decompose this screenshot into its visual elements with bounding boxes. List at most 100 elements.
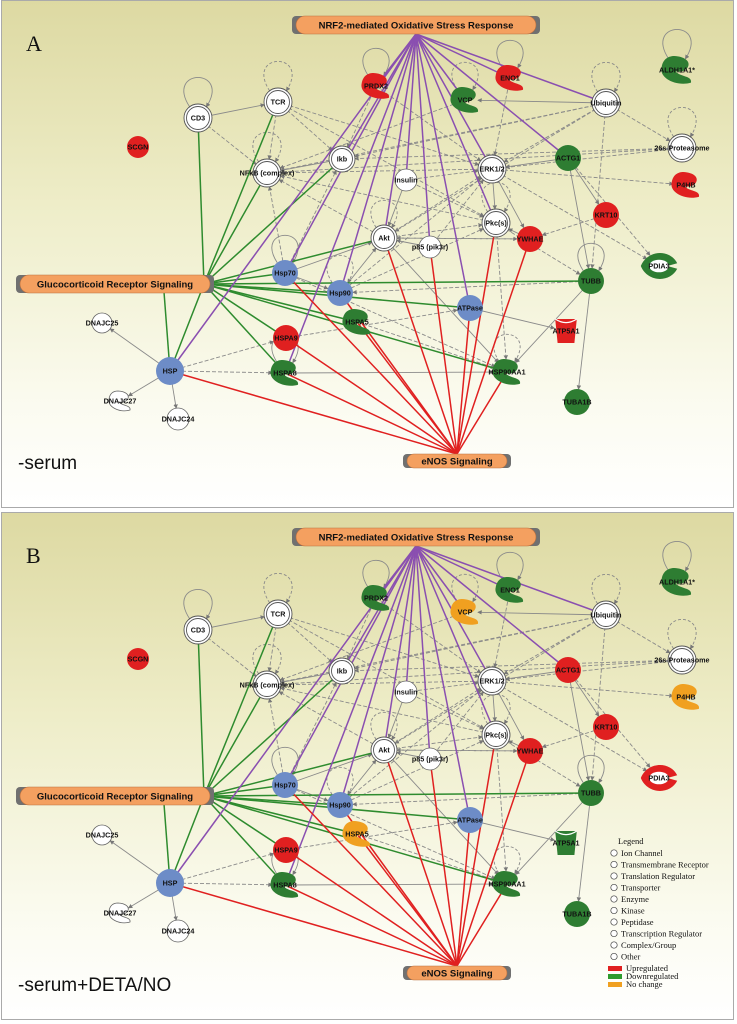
edge-prdx2-erk xyxy=(375,85,482,162)
pathway-enos[interactable]: eNOS Signaling xyxy=(403,453,511,469)
node-dnajc24[interactable]: DNAJC24 xyxy=(162,919,195,943)
node-hsp90aa1[interactable]: HSP90AA1 xyxy=(488,871,526,897)
gcr-edge-hspa8 xyxy=(203,283,286,374)
node-dnajc25[interactable]: DNAJC25 xyxy=(86,312,119,334)
node-krt10[interactable]: KRT10 xyxy=(593,202,619,228)
nrf2-edge-eno1 xyxy=(415,545,511,591)
node-scgn[interactable]: SCGN xyxy=(127,136,149,158)
node-scgn[interactable]: SCGN xyxy=(127,648,149,670)
node-p85[interactable]: p85 (pik3r) xyxy=(412,747,449,771)
node-nfkb[interactable]: NFkB (complex) xyxy=(240,158,295,188)
pathway-nrf2[interactable]: NRF2-mediated Oxidative Stress Response xyxy=(292,527,540,547)
node-ikb[interactable]: Ikb xyxy=(328,657,356,685)
node-hsp90[interactable]: Hsp90 xyxy=(327,280,353,306)
node-proteasome[interactable]: 26s Proteasome xyxy=(654,133,710,163)
node-vcp[interactable]: VCP xyxy=(450,87,479,113)
node-atpase[interactable]: ATPase xyxy=(457,295,483,321)
pathway-gcr[interactable]: Glucocorticoid Receptor Signaling xyxy=(16,786,214,806)
pathway-gcr[interactable]: Glucocorticoid Receptor Signaling xyxy=(16,274,214,294)
node-atp5a1[interactable]: ATP5A1 xyxy=(552,318,580,343)
node-tcr[interactable]: TCR xyxy=(263,87,293,117)
node-tubb[interactable]: TUBB xyxy=(578,268,604,294)
edge-erk-p4hb xyxy=(491,680,674,698)
node-akt[interactable]: Akt xyxy=(370,736,398,764)
enos-edge-p85 xyxy=(429,246,458,455)
gcr-edge-ikb xyxy=(203,670,343,797)
node-krt10[interactable]: KRT10 xyxy=(593,714,619,740)
node-pdia3[interactable]: PDIA3 xyxy=(640,253,678,279)
node-label-pkc: Pkc(s) xyxy=(485,219,507,228)
gcr-edge-nfkb xyxy=(203,172,268,285)
node-ubiquitin[interactable]: Ubiquitin xyxy=(590,600,622,630)
node-prdx2[interactable]: PRDX2 xyxy=(361,585,390,611)
node-pdia3[interactable]: PDIA3 xyxy=(640,765,678,791)
node-eno1[interactable]: ENO1 xyxy=(495,577,524,603)
node-erk[interactable]: ERK1/2 xyxy=(477,154,507,184)
node-hspa5[interactable]: HSPA5 xyxy=(342,309,371,335)
node-label-tubb: TUBB xyxy=(581,789,601,798)
node-tuba1b[interactable]: TUBA1B xyxy=(562,901,592,927)
node-proteasome[interactable]: 26s Proteasome xyxy=(654,645,710,675)
node-ikb[interactable]: Ikb xyxy=(328,145,356,173)
ion-channel-icon xyxy=(610,849,618,857)
pathway-label-enos: eNOS Signaling xyxy=(421,457,492,468)
node-hsp[interactable]: HSP xyxy=(156,869,184,897)
node-p4hb[interactable]: P4HB xyxy=(671,172,700,198)
edge-actg1-tubb xyxy=(567,157,591,269)
node-hsp90aa1[interactable]: HSP90AA1 xyxy=(488,359,526,385)
node-aldh1a1[interactable]: ALDH1A1* xyxy=(659,56,695,84)
node-hspa8[interactable]: HSPA8 xyxy=(270,872,299,898)
pathway-nrf2[interactable]: NRF2-mediated Oxidative Stress Response xyxy=(292,15,540,35)
edge-pkc-nfkb xyxy=(279,686,497,736)
node-aldh1a1[interactable]: ALDH1A1* xyxy=(659,568,695,596)
node-tuba1b[interactable]: TUBA1B xyxy=(562,389,592,415)
node-hsp90[interactable]: Hsp90 xyxy=(327,792,353,818)
pathway-enos[interactable]: eNOS Signaling xyxy=(403,965,511,981)
node-hspa5[interactable]: HSPA5 xyxy=(342,821,371,847)
node-pkc[interactable]: Pkc(s) xyxy=(481,720,511,750)
node-hspa9[interactable]: HSPA9 xyxy=(273,837,299,863)
node-label-pkc: Pkc(s) xyxy=(485,731,507,740)
other-icon xyxy=(610,952,618,961)
node-atp5a1[interactable]: ATP5A1 xyxy=(552,830,580,855)
node-hsp70[interactable]: Hsp70 xyxy=(272,772,298,798)
edge-prdx2-ikb xyxy=(347,85,377,148)
node-p4hb[interactable]: P4HB xyxy=(671,684,700,710)
node-hspa8[interactable]: HSPA8 xyxy=(270,360,299,386)
node-actg1[interactable]: ACTG1 xyxy=(555,145,581,171)
node-atpase[interactable]: ATPase xyxy=(457,807,483,833)
edge-akt-nfkb xyxy=(278,691,385,751)
node-ubiquitin[interactable]: Ubiquitin xyxy=(590,88,622,118)
node-cd3[interactable]: CD3 xyxy=(183,103,213,133)
node-p85[interactable]: p85 (pik3r) xyxy=(412,235,449,259)
node-nfkb[interactable]: NFkB (complex) xyxy=(240,670,295,700)
node-dnajc24[interactable]: DNAJC24 xyxy=(162,407,195,431)
node-ywhae[interactable]: YWHAE xyxy=(517,226,544,252)
node-akt[interactable]: Akt xyxy=(370,224,398,252)
node-tubb[interactable]: TUBB xyxy=(578,780,604,806)
node-ywhae[interactable]: YWHAE xyxy=(517,738,544,764)
node-dnajc27[interactable]: DNAJC27 xyxy=(104,902,137,924)
node-hsp70[interactable]: Hsp70 xyxy=(272,260,298,286)
node-dnajc25[interactable]: DNAJC25 xyxy=(86,824,119,846)
node-label-dnajc25: DNAJC25 xyxy=(86,319,119,328)
node-pkc[interactable]: Pkc(s) xyxy=(481,208,511,238)
node-label-hsp90aa1: HSP90AA1 xyxy=(488,880,525,889)
node-tcr[interactable]: TCR xyxy=(263,599,293,629)
node-erk[interactable]: ERK1/2 xyxy=(477,666,507,696)
gcr-edge-tubb xyxy=(203,792,592,797)
self-loop-eno1 xyxy=(496,40,524,69)
node-eno1[interactable]: ENO1 xyxy=(495,65,524,91)
node-dnajc27[interactable]: DNAJC27 xyxy=(104,390,137,412)
node-vcp[interactable]: VCP xyxy=(450,599,479,625)
node-hspa9[interactable]: HSPA9 xyxy=(273,325,299,351)
node-insulin[interactable]: Insulin xyxy=(394,680,418,704)
node-actg1[interactable]: ACTG1 xyxy=(555,657,581,683)
node-prdx2[interactable]: PRDX2 xyxy=(361,73,390,99)
node-cd3[interactable]: CD3 xyxy=(183,615,213,645)
edge-eno1-erk xyxy=(493,589,511,669)
node-hsp[interactable]: HSP xyxy=(156,357,184,385)
node-insulin[interactable]: Insulin xyxy=(394,168,418,192)
